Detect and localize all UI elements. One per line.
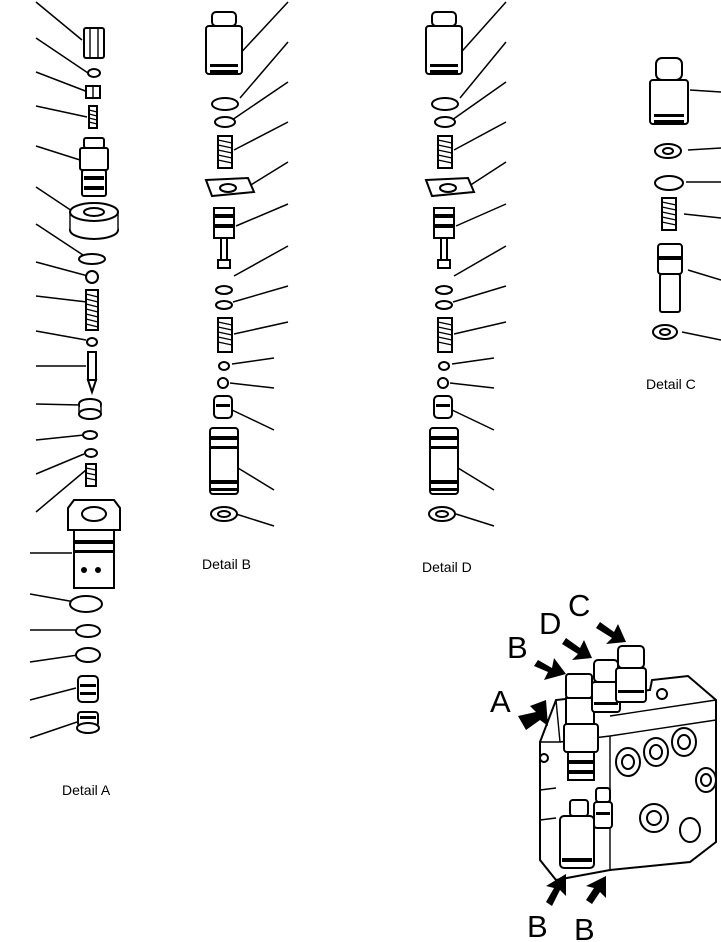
detail-b-caption: Detail B xyxy=(202,556,251,572)
arrow-c xyxy=(596,622,626,644)
cartridge-c xyxy=(615,645,647,703)
detail-b-sleeve xyxy=(209,427,239,495)
detail-d-spring-1 xyxy=(437,135,453,169)
detail-a-spring-1 xyxy=(85,289,99,331)
detail-b-solenoid-cap xyxy=(205,11,243,75)
detail-c-group: Detail C xyxy=(646,57,721,392)
detail-b-washer-1 xyxy=(214,116,236,128)
detail-b-o-ring-2 xyxy=(215,285,233,295)
callout-c: C xyxy=(568,588,590,623)
detail-d-ball xyxy=(437,377,449,389)
detail-a-adjust-screw xyxy=(88,105,98,129)
callout-b-upper: B xyxy=(507,630,528,665)
detail-d-spring-2 xyxy=(437,317,453,353)
detail-a-group: Detail A xyxy=(29,1,121,798)
detail-d-o-ring-3 xyxy=(435,300,453,310)
detail-d-o-ring-2 xyxy=(435,285,453,295)
detail-c-caption: Detail C xyxy=(646,376,696,392)
detail-d-leader-lines xyxy=(449,1,507,527)
arrow-d xyxy=(562,638,592,660)
arrow-b-lower-right xyxy=(586,876,606,904)
detail-d-end-washer xyxy=(428,506,456,522)
detail-b-flange-plate xyxy=(204,176,256,198)
arrow-a xyxy=(518,700,548,730)
detail-c-spool xyxy=(657,243,683,313)
detail-c-leader-lines xyxy=(681,89,721,341)
detail-c-washer xyxy=(654,143,682,159)
callout-a: A xyxy=(490,684,511,719)
detail-d-group: Detail D xyxy=(422,1,507,575)
arrow-b-lower-left xyxy=(546,874,566,906)
detail-d-o-ring-1 xyxy=(431,97,459,111)
detail-a-backup-ring xyxy=(75,624,101,638)
detail-d-caption: Detail D xyxy=(422,559,472,575)
detail-a-o-ring-5 xyxy=(69,595,103,613)
detail-a-lock-nut xyxy=(69,202,119,240)
detail-d-sleeve xyxy=(429,427,459,495)
detail-c-spring xyxy=(661,197,677,231)
detail-a-main-body xyxy=(67,499,121,589)
detail-a-o-ring-6 xyxy=(75,647,101,663)
detail-d-spool xyxy=(433,207,455,269)
detail-d-seat xyxy=(433,395,453,419)
detail-a-cap-nut xyxy=(83,27,105,59)
valve-assembly-view: A B D C B B xyxy=(490,588,717,942)
detail-b-leader-lines xyxy=(229,1,289,527)
detail-d-washer-2 xyxy=(438,361,450,371)
detail-c-end-washer xyxy=(652,324,678,340)
detail-d-washer-1 xyxy=(434,116,456,128)
detail-b-o-ring-3 xyxy=(215,300,233,310)
detail-c-solenoid-cap xyxy=(649,57,689,125)
detail-b-ball xyxy=(217,377,229,389)
detail-a-washer-1 xyxy=(86,337,98,347)
detail-d-solenoid-cap xyxy=(425,11,463,75)
cartridge-a xyxy=(563,673,599,781)
cartridge-b-lower xyxy=(559,787,613,869)
detail-a-needle-poppet xyxy=(86,351,98,396)
detail-b-end-washer xyxy=(210,506,238,522)
detail-a-o-ring-2 xyxy=(78,253,106,265)
arrow-b-upper xyxy=(534,658,566,680)
detail-a-small-nut xyxy=(85,85,101,99)
callout-b-lower-right: B xyxy=(574,912,595,942)
detail-b-spool xyxy=(213,207,235,269)
detail-a-o-ring-1 xyxy=(87,68,101,78)
callout-d: D xyxy=(539,606,561,641)
detail-b-spring-2 xyxy=(217,317,233,353)
detail-c-o-ring xyxy=(654,175,684,191)
detail-a-o-ring-3 xyxy=(82,430,98,440)
detail-a-leader-lines xyxy=(29,1,89,739)
detail-a-ball xyxy=(85,270,99,284)
detail-b-spring-1 xyxy=(217,135,233,169)
callout-b-lower-left: B xyxy=(527,909,548,942)
detail-b-o-ring-1 xyxy=(211,97,239,111)
detail-a-o-ring-4 xyxy=(84,448,98,458)
detail-d-flange-plate xyxy=(424,176,476,198)
detail-b-group: Detail B xyxy=(202,1,289,572)
detail-a-plug xyxy=(77,675,99,703)
detail-a-spring-2 xyxy=(85,463,97,487)
detail-b-seat xyxy=(213,395,233,419)
detail-b-washer-2 xyxy=(218,361,230,371)
detail-a-seat xyxy=(78,398,102,420)
detail-a-caption: Detail A xyxy=(62,782,111,798)
detail-a-pilot-poppet-body xyxy=(79,137,109,197)
detail-a-bottom-plug xyxy=(76,711,100,734)
